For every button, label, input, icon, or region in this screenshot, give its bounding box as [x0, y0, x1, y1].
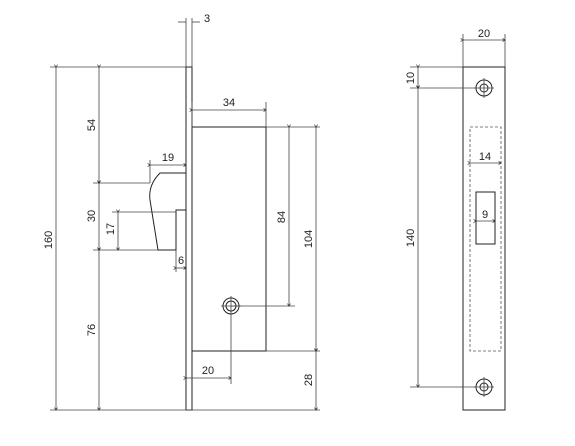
dim-plate-width: 20 [478, 28, 490, 40]
case-outline [469, 126, 502, 352]
dim-slot-width: 9 [482, 209, 488, 221]
screw-hole-top [474, 78, 494, 98]
dim-latch-height: 30 [86, 210, 98, 222]
dim-latch-tip: 17 [105, 223, 117, 235]
front-view: 20 10 140 14 9 [405, 28, 506, 411]
dim-hole-spacing: 140 [405, 229, 417, 247]
dim-total-height: 160 [43, 231, 55, 249]
screw-hole-bottom [474, 377, 494, 397]
front-plate [462, 66, 506, 411]
dim-case-depth: 34 [223, 97, 235, 109]
dim-box-width: 14 [479, 151, 491, 163]
dim-hole-offset: 10 [405, 72, 417, 84]
dim-latch-to-bottom: 76 [86, 324, 98, 336]
dim-latch-projection: 19 [162, 152, 174, 164]
faceplate [185, 66, 193, 411]
latch-bolt [149, 172, 186, 251]
dim-backset: 20 [202, 365, 214, 377]
dim-top-to-latch: 54 [86, 119, 98, 131]
dim-case-bottom-offset: 28 [303, 374, 315, 386]
dim-cylinder-to-case: 84 [276, 211, 288, 223]
latch-slot [475, 191, 496, 245]
lock-case [191, 126, 267, 352]
dim-latch-offset: 6 [178, 255, 184, 267]
dim-case-height: 104 [303, 230, 315, 248]
dim-faceplate-thickness: 3 [204, 13, 210, 25]
side-view: 3 160 54 30 17 76 19 34 6 84 104 28 20 [43, 13, 320, 410]
